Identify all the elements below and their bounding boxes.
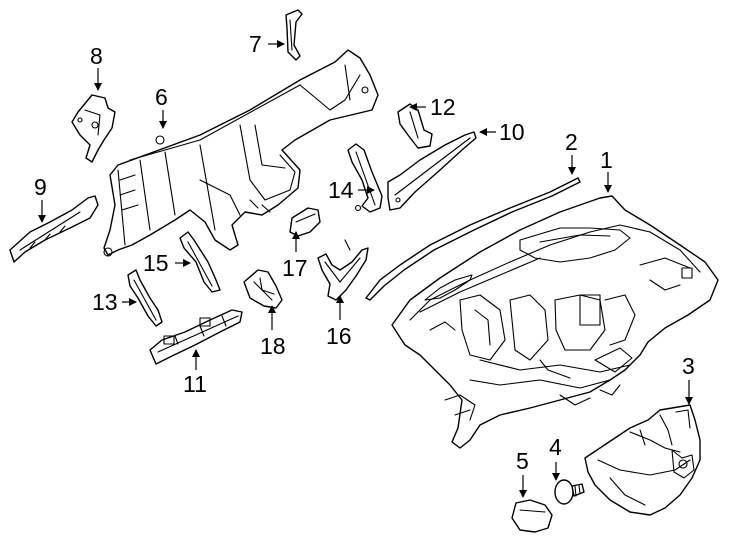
callout-labels: 1 2 3 4 5 6 7 8 9 10 11 12 13 14 15 16 1…: [34, 31, 695, 474]
part-14-bracket: [347, 143, 383, 213]
callout-18: 18: [260, 333, 286, 359]
part-1-instrument-panel: [391, 195, 719, 449]
part-8-bracket: [71, 94, 116, 163]
part-5-cover: [511, 499, 553, 533]
part-13-bracket: [127, 269, 163, 327]
part-16-bracket: [317, 239, 369, 301]
callout-10: 10: [499, 119, 525, 145]
part-7-bracket: [285, 9, 303, 61]
callout-3: 3: [682, 353, 695, 379]
part-12-clip: [397, 103, 433, 149]
callout-6: 6: [155, 84, 168, 110]
part-4-push-pin: [554, 479, 585, 505]
part-11-bracket: [149, 309, 243, 365]
part-17-bracket: [289, 207, 321, 237]
callout-12: 12: [430, 94, 456, 120]
part-3-glove-box: [584, 404, 701, 516]
part-15-bracket: [179, 231, 221, 293]
callout-5: 5: [516, 448, 529, 474]
part-18-cover: [243, 269, 283, 309]
callout-4: 4: [549, 434, 562, 460]
callout-9: 9: [34, 174, 47, 200]
part-9-bracket: [9, 195, 99, 263]
part-6-cross-car-beam: [103, 49, 379, 257]
part-2-trim-strip: [365, 177, 581, 301]
callout-16: 16: [326, 323, 352, 349]
callout-13: 13: [92, 289, 118, 315]
callout-11: 11: [183, 371, 207, 397]
callout-14: 14: [328, 177, 354, 203]
callout-1: 1: [600, 147, 613, 173]
callout-17: 17: [282, 255, 308, 281]
callout-8: 8: [90, 43, 103, 69]
part-10-brace: [387, 131, 477, 211]
callout-15: 15: [143, 250, 169, 276]
callout-leaders: [38, 40, 693, 498]
callout-7: 7: [249, 31, 262, 57]
callout-2: 2: [565, 129, 578, 155]
